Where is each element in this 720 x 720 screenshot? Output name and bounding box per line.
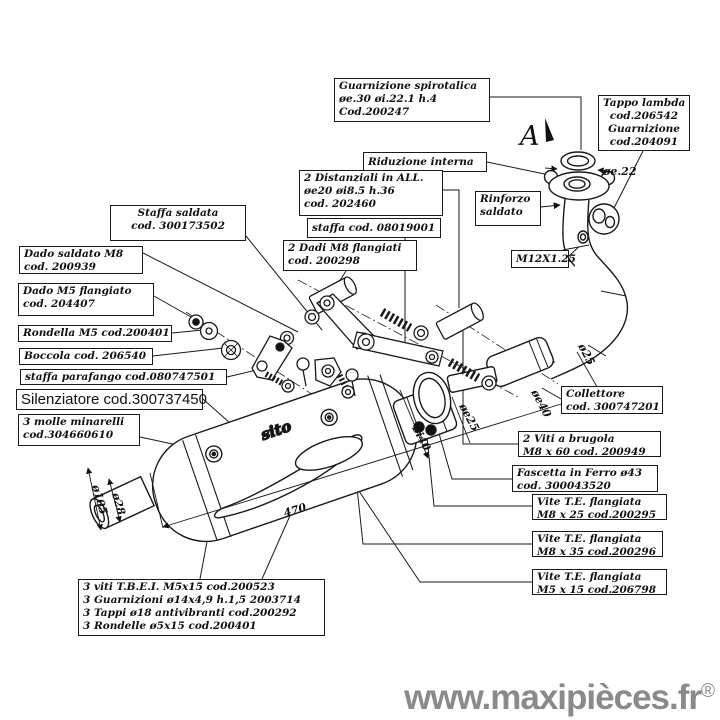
label-vite-m8x35: Vite T.E. flangiata M8 x 35 cod.200296 [532, 531, 663, 558]
dim-collector-out: øe40 [528, 386, 554, 419]
detail-marker-a: A [517, 121, 540, 152]
label-vite-m5x15: Vite T.E. flangiata M5 x 15 cod.206798 [532, 569, 667, 596]
label-fascetta: Fascetta in Ferro ø43 cod. 300043520 [512, 465, 658, 492]
gasket-ring [560, 151, 596, 171]
label-collettore: Collettore cod. 300747201 [561, 386, 663, 414]
staffa-parafango-plate [251, 335, 293, 381]
label-riduzione-interna: Riduzione interna [363, 152, 487, 172]
detail-arrow-wedge [545, 118, 554, 142]
label-rondella-m5: Rondella M5 cod.200401 [18, 325, 172, 342]
muffler-lug [314, 357, 342, 387]
dimension-lines [86, 165, 611, 531]
header-pipe [535, 198, 629, 380]
label-dado-saldato: Dado saldato M8 cod. 200939 [19, 246, 143, 274]
label-dadi-m8: 2 Dadi M8 flangiati cod. 200298 [283, 240, 417, 271]
label-rinforzo-saldato: Rinforzo saldato [475, 191, 541, 226]
label-guarnizione-spirotalica: Guarnizione spirotalica øe.30 øi.22.1 h.… [334, 78, 490, 122]
label-boccola: Boccola cod. 206540 [19, 348, 153, 365]
washer-m5 [199, 321, 219, 341]
label-fitting-kit: 3 viti T.B.E.I. M5x15 cod.200523 3 Guarn… [78, 579, 325, 636]
small-bolts [296, 357, 359, 397]
exhaust-flange [543, 169, 616, 201]
label-staffa-08019001: staffa cod. 08019001 [307, 218, 441, 238]
watermark: www.maxipièces.fr® [404, 678, 715, 717]
bracket-staffa [352, 331, 444, 367]
lambda-plug-detail [588, 203, 620, 235]
spacer-distanziale-2 [435, 302, 484, 340]
label-viti-brugola: 2 Viti a brugola M8 x 60 cod. 200949 [518, 431, 661, 458]
label-molle-minarelli: 3 molle minarelli cod.304660610 [18, 414, 140, 446]
label-staffa-parafango: staffa parafango cod.080747501 [20, 369, 227, 385]
spring-bolt-2 [447, 358, 497, 391]
spring-bolt-1 [379, 308, 429, 341]
registered-mark: ® [701, 681, 715, 702]
label-dado-m5: Dado M5 flangiato cod. 204407 [18, 283, 154, 316]
label-distanziali: 2 Distanziali in ALL. øe20 øi8.5 h.36 co… [299, 170, 443, 216]
dim-inlet-dia: ø28 [109, 490, 128, 517]
nut-m5 [188, 314, 204, 330]
screw-m5 [264, 371, 295, 393]
label-silenziatore: Silenziatore cod.300737450 [16, 389, 207, 410]
label-tappo-lambda: Tappo lambda cod.206542 Guarnizione cod.… [598, 95, 690, 151]
label-vite-m8x25: Vite T.E. flangiata M8 x 25 cod.200295 [532, 494, 667, 521]
dim-flange-bore: øe.22 [602, 165, 637, 178]
label-staffa-saldata: Staffa saldata cod. 300173502 [110, 205, 246, 241]
flanged-nut-m8 [304, 309, 320, 325]
label-m12x125: M12X1.25 [511, 250, 576, 268]
boccola-bushing [220, 339, 242, 361]
